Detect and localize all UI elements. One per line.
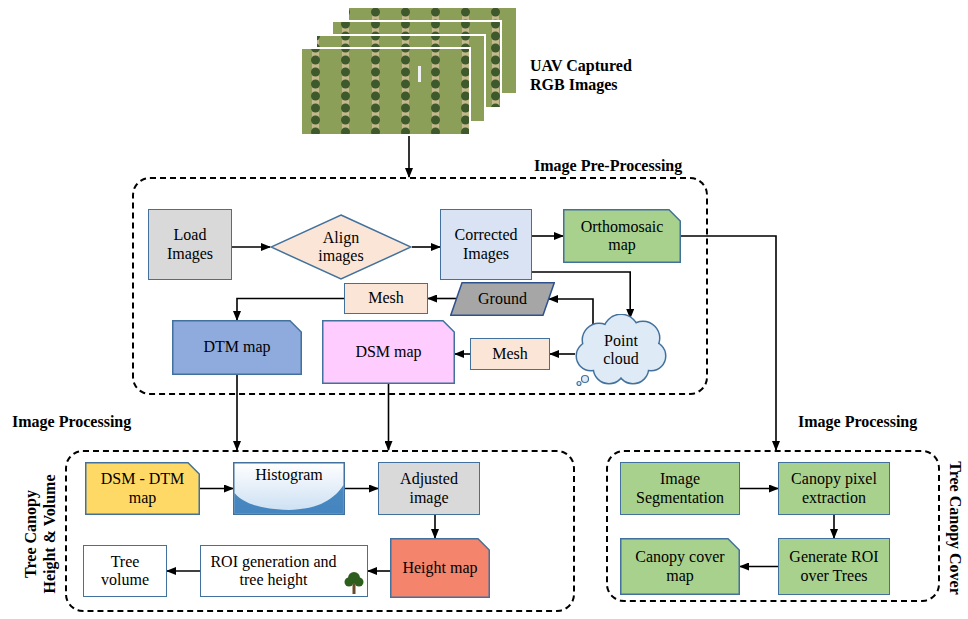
output-card: DSM - DTM map: [85, 462, 200, 515]
process-box: Mesh: [470, 338, 550, 370]
box-label: Canopy cover map: [625, 548, 735, 585]
box-label: Load Images: [154, 226, 226, 263]
cloud-shape: Point cloud: [575, 314, 667, 386]
process-group: Image ProcessingTree Canopy Height & Vol…: [65, 450, 575, 612]
process-box: Adjusted image: [378, 462, 480, 515]
connector-arrow: [681, 236, 776, 450]
decision-diamond: Align images: [270, 214, 412, 280]
process-box: Image Segmentation: [620, 462, 740, 515]
box-label: DTM map: [203, 338, 270, 356]
histogram-box: Histogram: [233, 462, 345, 515]
connector-arrow: [550, 353, 575, 355]
connector-arrow: [549, 299, 593, 325]
connector-arrow: [237, 299, 344, 321]
connector-arrow: [532, 235, 563, 237]
connector-arrow: [434, 515, 436, 538]
process-group: Image Pre-ProcessingLoad ImagesAlign ima…: [132, 177, 708, 395]
connector-arrow: [345, 488, 378, 490]
output-card: DSM map: [322, 320, 455, 384]
process-box: Corrected Images: [440, 209, 532, 280]
connector-arrow: [740, 488, 778, 490]
image-stack: UAV Captured RGB Images: [300, 6, 518, 136]
output-card: Orthomosaic map: [563, 209, 681, 263]
data-parallelogram: Ground: [450, 282, 555, 316]
connector-arrow: [167, 570, 200, 572]
side-label: Tree Canopy Cover: [945, 453, 964, 603]
connector-arrow: [408, 136, 410, 177]
box-label: Align images: [306, 229, 376, 266]
box-label: Generate ROI over Trees: [784, 548, 884, 585]
box-label: Adjusted image: [384, 470, 474, 507]
connector-arrow: [428, 298, 456, 300]
section-heading: Image Processing: [12, 412, 162, 431]
connector-arrow: [455, 353, 470, 355]
box-label: Height map: [402, 559, 477, 577]
process-box: Canopy pixel extraction: [778, 462, 890, 515]
section-heading: Image Pre-Processing: [534, 156, 724, 175]
tree-icon: [344, 570, 364, 595]
connector-arrow: [200, 488, 233, 490]
connector-arrow: [740, 566, 778, 568]
box-label: ROI generation and tree height: [206, 553, 341, 590]
box-label: Orthomosaic map: [568, 218, 676, 255]
connector-arrow: [412, 246, 440, 248]
process-box: Load Images: [148, 209, 232, 280]
box-label: Point cloud: [591, 332, 651, 369]
section-heading: Image Processing: [798, 412, 948, 431]
box-label: Mesh: [492, 345, 528, 363]
output-card: Canopy cover map: [620, 538, 740, 595]
uav-photo-stack: [300, 6, 518, 136]
output-card: Height map: [390, 538, 490, 598]
box-label: Corrected Images: [446, 226, 526, 263]
box-label: Tree volume: [89, 553, 161, 590]
process-group: Image ProcessingTree Canopy CoverImage S…: [606, 450, 940, 602]
output-card: DTM map: [172, 320, 302, 375]
box-label: DSM - DTM map: [90, 470, 195, 507]
process-box: Mesh: [344, 283, 428, 314]
box-label: Ground: [478, 290, 527, 308]
box-label: Canopy pixel extraction: [784, 470, 884, 507]
box-label: DSM map: [355, 343, 421, 361]
process-box: Generate ROI over Trees: [778, 538, 890, 595]
connector-arrow: [236, 375, 238, 450]
side-label: Tree Canopy Height & Volume: [21, 469, 59, 599]
box-label: Image Segmentation: [626, 470, 734, 507]
box-label: Mesh: [368, 289, 404, 307]
process-box: Tree volume: [83, 545, 167, 597]
connector-arrow: [368, 570, 390, 572]
connector-arrow: [833, 515, 835, 538]
section-heading: UAV Captured RGB Images: [530, 56, 670, 94]
connector-arrow: [232, 246, 270, 248]
box-label: Histogram: [255, 466, 323, 484]
process-box: ROI generation and tree height: [200, 545, 368, 597]
